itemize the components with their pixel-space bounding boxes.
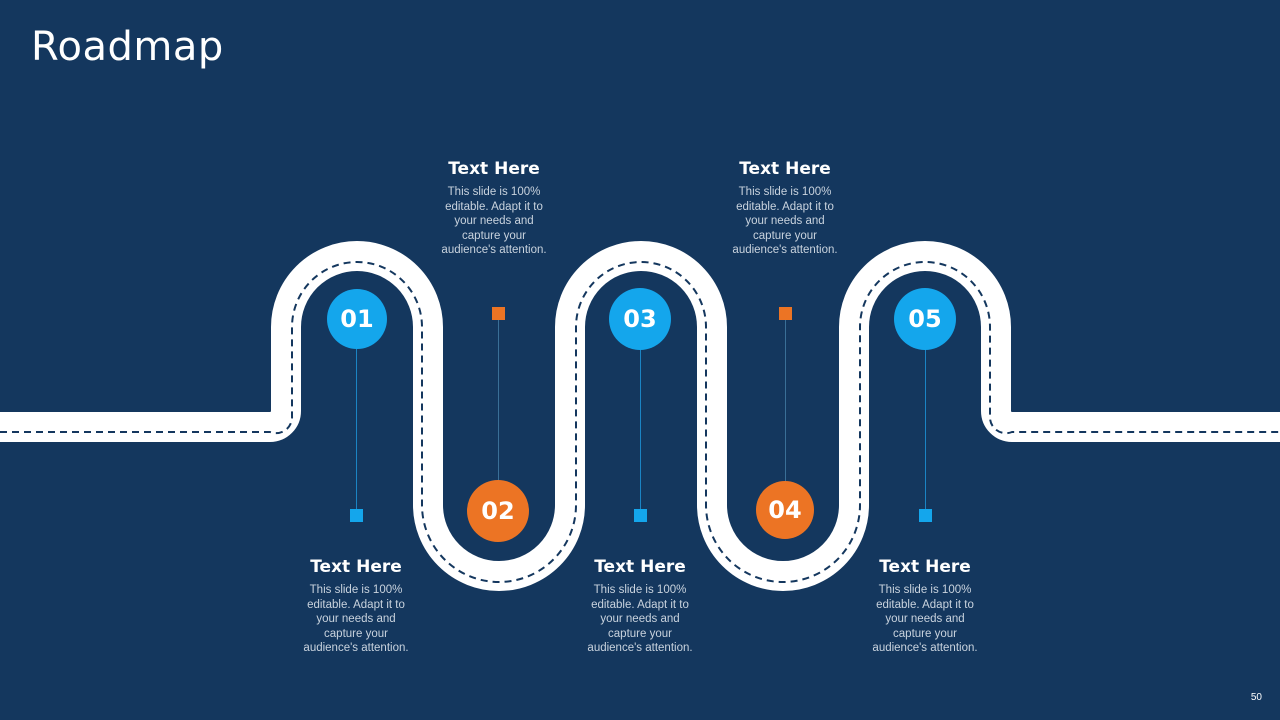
text-block-heading: Text Here bbox=[879, 557, 971, 577]
connector-line-03 bbox=[640, 348, 641, 516]
text-block-02: Text Here This slide is 100% editable. A… bbox=[419, 159, 569, 258]
text-block-heading: Text Here bbox=[594, 557, 686, 577]
text-block-05: Text Here This slide is 100% editable. A… bbox=[850, 557, 1000, 656]
milestone-circle-04: 04 bbox=[756, 481, 814, 539]
text-block-heading: Text Here bbox=[739, 159, 831, 179]
text-block-01: Text Here This slide is 100% editable. A… bbox=[281, 557, 431, 656]
text-block-heading: Text Here bbox=[310, 557, 402, 577]
connector-line-02 bbox=[498, 318, 499, 482]
text-block-body: This slide is 100% editable. Adapt it to… bbox=[587, 584, 693, 654]
text-block-body: This slide is 100% editable. Adapt it to… bbox=[872, 584, 978, 654]
marker-square-02 bbox=[492, 307, 505, 320]
marker-square-03 bbox=[634, 509, 647, 522]
marker-square-04 bbox=[779, 307, 792, 320]
page-number: 50 bbox=[1250, 692, 1262, 703]
connector-line-04 bbox=[785, 318, 786, 482]
connector-line-05 bbox=[925, 348, 926, 516]
text-block-04: Text Here This slide is 100% editable. A… bbox=[710, 159, 860, 258]
road-surface bbox=[0, 241, 1280, 591]
text-block-body: This slide is 100% editable. Adapt it to… bbox=[732, 186, 838, 256]
marker-square-01 bbox=[350, 509, 363, 522]
marker-square-05 bbox=[919, 509, 932, 522]
text-block-heading: Text Here bbox=[448, 159, 540, 179]
slide-title: Roadmap bbox=[31, 24, 224, 70]
text-block-body: This slide is 100% editable. Adapt it to… bbox=[303, 584, 409, 654]
milestone-circle-01: 01 bbox=[327, 289, 387, 349]
milestone-circle-05: 05 bbox=[894, 288, 956, 350]
connector-line-01 bbox=[356, 348, 357, 516]
text-block-body: This slide is 100% editable. Adapt it to… bbox=[441, 186, 547, 256]
text-block-03: Text Here This slide is 100% editable. A… bbox=[565, 557, 715, 656]
milestone-circle-03: 03 bbox=[609, 288, 671, 350]
milestone-circle-02: 02 bbox=[467, 480, 529, 542]
